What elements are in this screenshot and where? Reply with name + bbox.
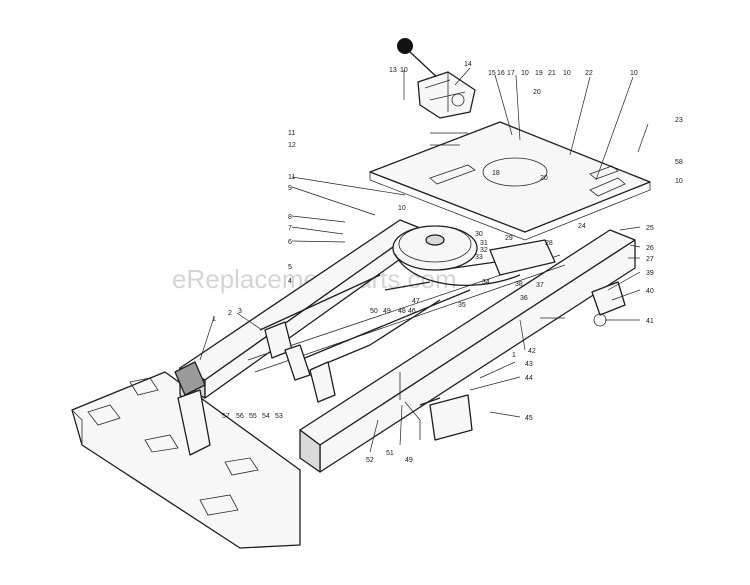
part-label: 39	[646, 270, 654, 277]
part-label: 21	[548, 70, 556, 77]
part-label: 53	[275, 413, 283, 420]
part-label: 9	[288, 185, 292, 192]
part-label: 11	[288, 130, 295, 137]
part-label: 24	[578, 223, 586, 230]
part-label: 35	[458, 302, 466, 309]
part-label: 20	[533, 89, 541, 96]
part-label: 14	[464, 61, 472, 68]
part-label: 10	[400, 67, 408, 74]
part-label: 7	[288, 225, 292, 232]
part-label: 58	[675, 159, 683, 166]
part-label: 51	[386, 450, 394, 457]
part-label: 3	[238, 308, 242, 315]
part-label: 32	[480, 247, 488, 254]
part-label: 41	[646, 318, 654, 325]
part-label: 28	[545, 240, 553, 247]
part-label: 43	[525, 361, 533, 368]
part-label: 6	[288, 239, 292, 246]
part-label: 37	[536, 282, 544, 289]
part-label: 57	[222, 413, 230, 420]
part-label: 17	[507, 70, 515, 77]
part-label: 56	[236, 413, 244, 420]
part-label: 11	[288, 174, 295, 181]
part-label: 42	[528, 348, 536, 355]
part-label: 49	[383, 308, 391, 315]
part-label: 18	[492, 170, 500, 177]
part-label: 10	[630, 70, 638, 77]
base-floor-plate	[71, 371, 301, 549]
part-label: 20	[540, 175, 548, 182]
part-label: 40	[646, 288, 654, 295]
right-brackets	[404, 281, 626, 441]
part-label: 2	[228, 310, 232, 317]
part-label: 25	[646, 225, 654, 232]
part-label: 26	[646, 245, 654, 252]
part-label: 54	[262, 413, 270, 420]
part-number-callouts: 13 10 14 15 16 17 10 19 21 10 22 10 23 1…	[212, 61, 683, 464]
part-label: 10	[563, 70, 571, 77]
part-label: 33	[475, 254, 483, 261]
part-label: 19	[535, 70, 543, 77]
part-label: 4	[288, 278, 292, 285]
part-label: 13	[389, 67, 397, 74]
part-label: 44	[525, 375, 533, 382]
part-label: 49	[405, 457, 413, 464]
transaxle-plate	[369, 121, 651, 241]
part-label: 10	[675, 178, 683, 185]
part-label: 36	[520, 295, 528, 302]
part-label: 30	[475, 231, 483, 238]
part-label: 10	[398, 205, 406, 212]
part-label: 1	[212, 316, 216, 323]
part-label: 8	[288, 214, 292, 221]
drive-pulley	[392, 225, 556, 286]
part-label: 5	[288, 264, 292, 271]
part-label: 47	[412, 298, 420, 305]
part-label: 50	[370, 308, 378, 315]
part-label: 23	[675, 117, 683, 124]
part-label: 34	[482, 279, 490, 286]
part-label: 55	[249, 413, 257, 420]
part-label: 31	[480, 240, 488, 247]
part-label: 29	[505, 235, 513, 242]
part-label: 10	[521, 70, 529, 77]
part-label: 22	[585, 70, 593, 77]
part-label: 38	[515, 281, 523, 288]
part-label: 15	[488, 70, 496, 77]
shift-lever-assembly	[397, 38, 476, 119]
part-label: 52	[366, 457, 374, 464]
part-label: 45	[525, 415, 533, 422]
part-label: 1	[512, 352, 516, 359]
part-label: 12	[288, 142, 296, 149]
leader-lines	[199, 67, 649, 453]
part-label: 48	[398, 308, 406, 315]
part-label: 46	[408, 308, 416, 315]
part-label: 16	[497, 70, 505, 77]
part-label: 27	[646, 256, 654, 263]
linkage-rods	[259, 274, 565, 403]
